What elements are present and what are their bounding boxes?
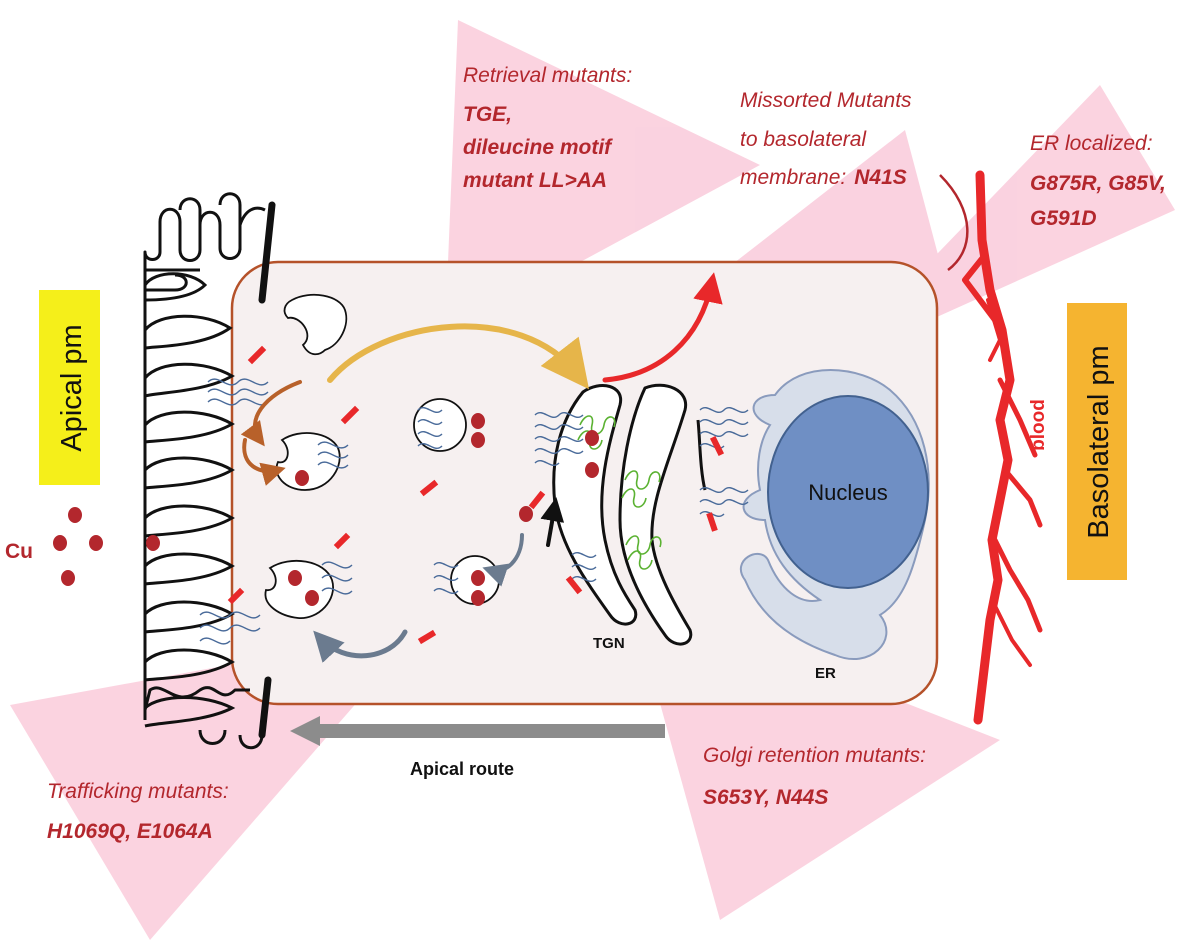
er-localized-line-1: G875R, G85V, bbox=[1030, 172, 1166, 195]
annotation-retrieval: Retrieval mutants: TGE, dileucine motif … bbox=[463, 64, 632, 192]
atp7b-proteins bbox=[199, 378, 749, 645]
trafficking-line-1: H1069Q, E1064A bbox=[47, 820, 213, 843]
apical-vesicle-upper bbox=[275, 432, 341, 491]
retrieval-line-3: mutant LL>AA bbox=[463, 169, 607, 192]
wedge-trafficking bbox=[10, 630, 420, 940]
arrow-retrieval bbox=[540, 497, 565, 547]
apical-pm-box bbox=[39, 290, 100, 485]
annotation-golgi-retention: Golgi retention mutants: S653Y, N44S bbox=[703, 744, 926, 809]
retrieval-line-2: dileucine motif bbox=[463, 136, 613, 159]
annotation-missorted: Missorted Mutants to basolateral membran… bbox=[740, 89, 912, 189]
arrow-recycle-lower bbox=[313, 629, 408, 663]
apical-membrane bbox=[143, 206, 266, 712]
trafficking-title: Trafficking mutants: bbox=[47, 780, 229, 803]
apical-route-arrow bbox=[290, 716, 665, 746]
tgn-label: TGN bbox=[593, 635, 625, 652]
missorted-n41s: N41S bbox=[854, 166, 907, 189]
blood-vessel bbox=[962, 170, 1043, 725]
tgn-cisternae bbox=[552, 383, 707, 646]
er-label: ER bbox=[815, 665, 836, 682]
golgi-title: Golgi retention mutants: bbox=[703, 744, 926, 767]
missorted-prefix: membrane: bbox=[740, 166, 846, 189]
blood-label: blood bbox=[1028, 399, 1049, 451]
retrieval-line-1: TGE, bbox=[463, 103, 512, 126]
copper-dots-outside bbox=[53, 507, 160, 586]
nucleus bbox=[767, 395, 929, 589]
retrieval-title: Retrieval mutants: bbox=[463, 64, 632, 87]
wedge-retrieval bbox=[445, 20, 760, 335]
basolateral-pm-box bbox=[1067, 303, 1127, 580]
missorted-line-3: membrane: N41S bbox=[740, 166, 907, 189]
cu-label: Cu bbox=[5, 540, 33, 563]
missorted-line-2: to basolateral bbox=[740, 128, 867, 151]
trafficking-arrows bbox=[240, 272, 723, 663]
wedge-missorted bbox=[725, 130, 950, 300]
er-localized-line-2: G591D bbox=[1030, 207, 1097, 230]
vesicle-mid-upper bbox=[413, 398, 467, 452]
nucleus-label: Nucleus bbox=[808, 480, 887, 505]
empty-vesicle bbox=[283, 293, 348, 356]
er-localized-title: ER localized: bbox=[1030, 132, 1153, 155]
copper-dots-inside bbox=[288, 413, 599, 606]
arrow-missort-basolateral bbox=[602, 272, 723, 383]
arrow-apical-to-tgn bbox=[327, 323, 590, 390]
basolateral-pm-label: Basolateral pm bbox=[1083, 345, 1115, 538]
basolateral-membrane-curve bbox=[939, 174, 969, 272]
n-terminal-tails bbox=[227, 345, 725, 645]
apical-route-label: Apical route bbox=[410, 759, 514, 779]
annotation-er-localized: ER localized: G875R, G85V, G591D bbox=[1030, 132, 1166, 230]
arrow-recycle-top bbox=[240, 380, 302, 447]
arrow-recycle-mid bbox=[482, 533, 524, 587]
apical-pm-label: Apical pm bbox=[56, 324, 88, 451]
arrow-recycle-bottom bbox=[242, 438, 286, 486]
golgi-line-1: S653Y, N44S bbox=[703, 786, 828, 809]
missorted-line-1: Missorted Mutants bbox=[740, 89, 912, 112]
tight-junctions bbox=[258, 201, 276, 739]
microvilli bbox=[143, 192, 264, 750]
annotation-trafficking: Trafficking mutants: H1069Q, E1064A bbox=[47, 780, 229, 843]
